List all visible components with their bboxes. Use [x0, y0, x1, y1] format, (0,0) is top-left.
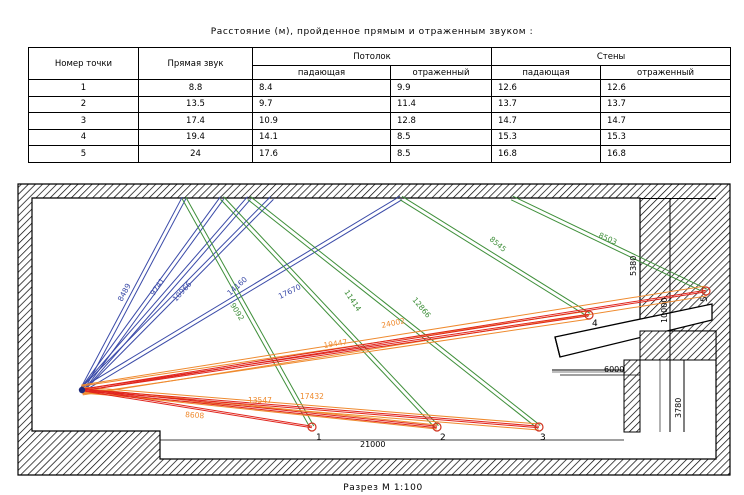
point-label-2: 2: [440, 433, 446, 443]
ray-direct: [82, 291, 707, 392]
ray-direct: [81, 390, 539, 429]
table-row: 4 19.4 14.1 8.5 15.3 15.3: [28, 128, 732, 146]
ray-ceiling-listener: [401, 195, 591, 314]
header-walls-reflected: отраженный: [600, 65, 732, 80]
ray-ceiling-listener: [249, 196, 541, 426]
table-row: 5 24 17.6 8.5 16.8 16.8: [28, 145, 732, 163]
ray-ceiling-listener: [512, 195, 708, 290]
ray-direct: [81, 390, 437, 429]
distance-table: Номер точки Прямая звук Потолок Стены па…: [28, 47, 732, 163]
ray-source-ceiling: [83, 198, 251, 392]
ray-source-ceiling: [80, 195, 401, 389]
ray-source-ceiling: [80, 196, 248, 390]
dim-length: 21000: [360, 440, 385, 449]
ray-ceiling-listener: [399, 199, 589, 318]
ray-label-orange: 17432: [300, 392, 324, 401]
ray-label-green: 12866: [410, 296, 432, 320]
sound-source: [78, 386, 86, 394]
ray-ceiling-listener: [181, 198, 311, 429]
ray-source-ceiling: [83, 198, 187, 392]
header-ceiling-reflected: отраженный: [389, 65, 493, 80]
listener-point-5: [701, 286, 711, 296]
dimension-lines: [160, 198, 685, 441]
ray-direct: [81, 313, 589, 390]
cell-ceiling-reflected: 8.5: [389, 145, 493, 163]
header-ceiling-incident: падающая: [252, 65, 391, 80]
balcony: [552, 303, 717, 433]
ray-label-orange: 8608: [185, 410, 205, 420]
ray-source-ceiling: [79, 196, 183, 390]
ray-reflected: [81, 285, 706, 386]
ray-label-blue: 17670: [277, 282, 303, 301]
rays: [79, 195, 708, 431]
dimension-labels: 21000 6000 5380 10000 3780: [360, 256, 683, 449]
dim-upper: 5380: [629, 256, 638, 276]
header-walls-incident: падающая: [491, 65, 602, 80]
ray-ceiling-listener: [247, 199, 539, 429]
ray-source-ceiling: [80, 196, 271, 389]
ray-direct: [82, 388, 540, 427]
dim-height: 10000: [660, 298, 669, 323]
ray-label-orange: 24002: [381, 316, 406, 330]
ray-ceiling-listener: [510, 199, 706, 294]
cell-point: 5: [28, 145, 139, 163]
ray-reflected: [82, 318, 590, 395]
ray-label-blue: 8489: [116, 282, 133, 303]
table-title: Расстояние (м), пройденное прямым и отра…: [210, 27, 534, 37]
ray-label-blue: 10966: [171, 279, 194, 303]
ray-ceiling-listener: [220, 199, 436, 429]
ray-label-blue: 9741: [148, 276, 166, 297]
ray-direct: [82, 315, 590, 392]
table-row: 3 17.4 10.9 12.8 14.7 14.7: [28, 112, 732, 130]
listener-points: 1 2 3 4 5: [307, 286, 711, 443]
listener-point-3: [534, 422, 544, 432]
section-caption: Разрез М 1:100: [343, 483, 423, 493]
point-label-4: 4: [592, 319, 598, 329]
ray-source-ceiling: [82, 199, 403, 393]
ray-label-green: 11414: [342, 288, 363, 313]
ray-reflected: [82, 386, 540, 425]
ray-label-green: 9092: [228, 301, 246, 322]
ray-source-ceiling: [79, 196, 221, 390]
dim-lower: 3780: [674, 398, 683, 418]
ray-label-orange: 13547: [248, 396, 272, 405]
point-label-5: 5: [700, 296, 710, 302]
listener-point-1: [307, 422, 317, 432]
ray-label-green: 8503: [597, 231, 618, 247]
ray-direct: [81, 289, 706, 390]
listener-point-4: [584, 310, 594, 320]
ray-ceiling-listener: [185, 196, 315, 427]
point-label-3: 3: [540, 433, 546, 443]
ray-source-ceiling: [83, 199, 274, 392]
header-point-number: Номер точки: [28, 47, 139, 80]
dim-balcony: 6000: [604, 365, 624, 374]
cell-ceiling-incident: 17.6: [252, 145, 391, 163]
ray-label-orange: 19447: [323, 337, 348, 350]
listener-point-2: [432, 422, 442, 432]
ray-reflected: [81, 391, 437, 430]
ray-direct: [81, 390, 312, 429]
ray-direct: [82, 388, 313, 427]
cell-walls-reflected: 16.8: [600, 145, 732, 163]
ray-ceiling-listener: [223, 196, 439, 426]
point-label-1: 1: [316, 433, 322, 443]
